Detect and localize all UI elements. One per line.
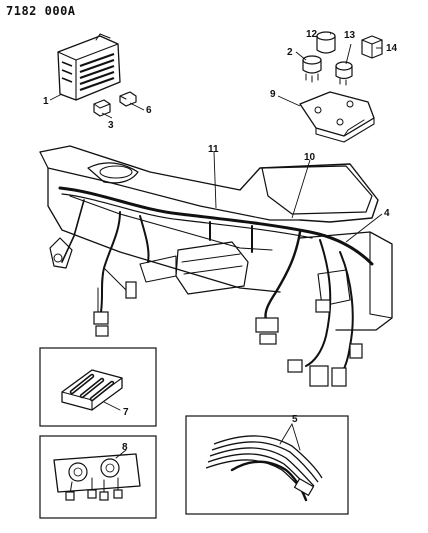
callout-8: 8 bbox=[122, 442, 128, 453]
flasher-2 bbox=[302, 55, 322, 83]
instrument-panel bbox=[39, 145, 393, 331]
inset-5 bbox=[185, 415, 349, 515]
callout-5: 5 bbox=[292, 414, 298, 425]
flasher-13 bbox=[335, 61, 353, 86]
relay-14 bbox=[361, 35, 383, 59]
inset-7 bbox=[39, 347, 157, 427]
relay-block bbox=[57, 33, 121, 101]
callout-14: 14 bbox=[386, 43, 398, 54]
drawing-code: 7182 000A bbox=[6, 4, 76, 18]
callout-6: 6 bbox=[146, 105, 152, 116]
callout-12: 12 bbox=[306, 29, 318, 40]
callout-10: 10 bbox=[304, 152, 316, 163]
callout-4: 4 bbox=[384, 208, 390, 219]
wiring-harness bbox=[58, 186, 374, 387]
callout-7: 7 bbox=[123, 407, 129, 418]
leader-lines bbox=[49, 33, 383, 243]
callout-labels: 1 2 3 4 5 6 7 8 9 10 11 12 13 14 bbox=[43, 29, 398, 453]
callout-9: 9 bbox=[270, 89, 276, 100]
callout-3: 3 bbox=[108, 120, 114, 131]
flasher-12 bbox=[316, 31, 336, 54]
callout-1: 1 bbox=[43, 96, 49, 107]
callout-13: 13 bbox=[344, 30, 356, 41]
inset-8 bbox=[39, 435, 157, 519]
callout-11: 11 bbox=[208, 144, 219, 155]
callout-2: 2 bbox=[287, 47, 293, 58]
module-bracket-9 bbox=[299, 91, 375, 143]
small-relay-3 bbox=[93, 99, 111, 117]
small-relay-6 bbox=[119, 91, 137, 107]
